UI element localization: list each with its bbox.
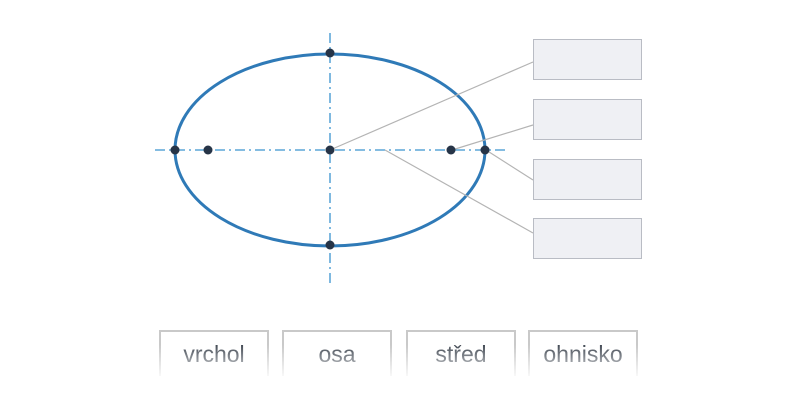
leader-lines (329, 61, 534, 234)
center-point (325, 145, 335, 155)
answer-box-1[interactable] (533, 39, 642, 80)
leader-line-focus (451, 124, 534, 151)
leader-line-center (329, 61, 534, 151)
word-tile-osa[interactable]: osa (282, 330, 392, 376)
co-vertex-point-bottom (325, 240, 335, 250)
co-vertex-point-top (325, 48, 335, 58)
focus-point-left (203, 145, 213, 155)
answer-box-4[interactable] (533, 218, 642, 259)
word-tile-ohnisko[interactable]: ohnisko (528, 330, 638, 376)
points (170, 48, 490, 250)
leader-line-vertex (485, 149, 534, 181)
leader-line-axis (384, 149, 534, 234)
vertex-point-left (170, 145, 180, 155)
word-tile-stred[interactable]: střed (406, 330, 516, 376)
answer-box-2[interactable] (533, 99, 642, 140)
answer-box-3[interactable] (533, 159, 642, 200)
vertex-point-right (480, 145, 490, 155)
word-tile-vrchol[interactable]: vrchol (159, 330, 269, 376)
focus-point-right (446, 145, 456, 155)
